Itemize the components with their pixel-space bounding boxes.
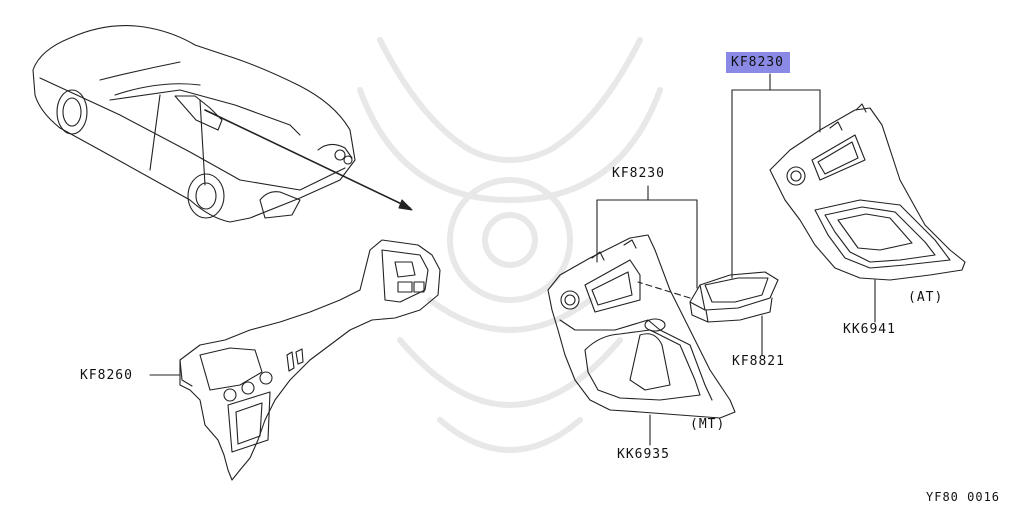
car-illustration	[32, 24, 356, 223]
reference-arrow	[204, 109, 413, 211]
console-at-kk6941-drawing	[769, 103, 966, 281]
upper-finisher-kf8260-drawing	[179, 239, 441, 481]
note-at: (AT)	[908, 290, 944, 305]
watermark-emblem	[357, 37, 663, 453]
callout-kk6941[interactable]: KK6941	[843, 322, 896, 337]
console-mt-kk6935-drawing	[547, 234, 736, 419]
note-mt: (MT)	[690, 417, 726, 432]
callout-kf8260[interactable]: KF8260	[80, 368, 133, 383]
callout-kf8821[interactable]: KF8821	[732, 354, 785, 369]
leader-lines	[596, 73, 876, 446]
callout-kf8230-at[interactable]: KF8230	[731, 55, 784, 70]
callout-kk6935[interactable]: KK6935	[617, 447, 670, 462]
selected-callout-highlight	[726, 52, 790, 73]
callout-kf8230-mt[interactable]: KF8230	[612, 166, 665, 181]
figure-code: YF80 0016	[926, 490, 1001, 504]
pocket-kf8821-drawing	[637, 271, 779, 323]
